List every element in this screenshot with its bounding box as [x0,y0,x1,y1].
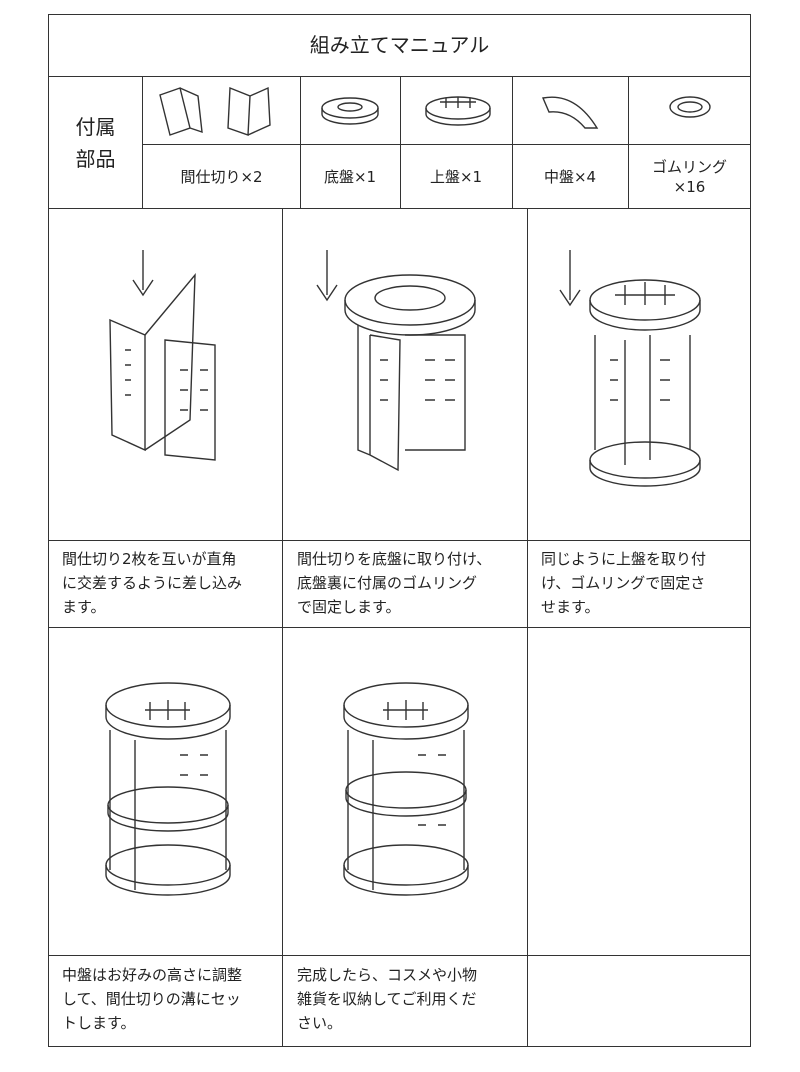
text-line: 底盤裏に付属のゴムリング [297,574,478,592]
top-plate-icon [425,96,491,126]
divider-panels-icon [159,86,271,136]
step1-illustration [109,250,216,461]
text-line: ます。 [62,598,106,616]
parts-header-line: 付属 [75,114,116,139]
divider [300,76,301,209]
text-line: して、間仕切りの溝にセッ [62,990,241,1008]
text-line: 間仕切り2枚を互いが直角 [62,550,237,568]
base-plate-icon [321,97,379,125]
step5-illustration [343,682,469,896]
step3-illustration [559,250,701,487]
step2-illustration [316,250,476,472]
parts-row [48,76,751,209]
part-label: 底盤×1 [323,168,377,186]
part-label: 上盤×1 [429,168,483,186]
page-title: 組み立てマニュアル [309,33,490,57]
part-label: 中盤×4 [543,168,597,186]
divider [400,76,401,209]
divider [628,76,629,209]
divider [142,144,751,146]
divider [48,955,751,956]
part-label-line: ゴムリング [651,158,727,176]
text-line: さい。 [297,1014,343,1032]
divider [48,540,751,541]
rubber-ring-icon [669,96,711,118]
text-line: 雑貨を収納してご利用くだ [297,990,477,1008]
step-1-text: 間仕切り2枚を互いが直角に交差するように差し込みます。 [62,547,242,619]
part-label-line: ×16 [673,178,706,196]
divider [48,627,751,628]
divider [512,76,513,209]
text-line: け、ゴムリングで固定さ [541,574,706,592]
step4-illustration [105,682,231,896]
manual-table [48,14,751,1047]
parts-header: 付属 部品 [48,76,143,209]
text-line: 完成したら、コスメや小物 [297,966,478,984]
text-line: 間仕切りを底盤に取り付け、 [297,550,492,568]
part-label: ゴムリング ×16 [628,145,751,209]
part-label: 間仕切り×2 [180,168,263,186]
step-4-text: 中盤はお好みの高さに調整して、間仕切りの溝にセットします。 [62,963,242,1035]
text-line: で固定します。 [297,598,401,616]
text-line: せます。 [541,598,600,616]
parts-header-line: 部品 [75,146,116,171]
text-line: に交差するように差し込み [62,574,243,592]
divider [142,76,144,209]
step-2-text: 間仕切りを底盤に取り付け、底盤裏に付属のゴムリングで固定します。 [297,547,491,619]
text-line: トします。 [62,1014,136,1032]
text-line: 同じように上盤を取り付 [541,550,707,568]
middle-plate-icon [542,96,599,129]
step-5-text: 完成したら、コスメや小物雑貨を収納してご利用ください。 [297,963,477,1035]
text-line: 中盤はお好みの高さに調整 [62,966,243,984]
step-3-text: 同じように上盤を取り付け、ゴムリングで固定させます。 [541,547,706,619]
